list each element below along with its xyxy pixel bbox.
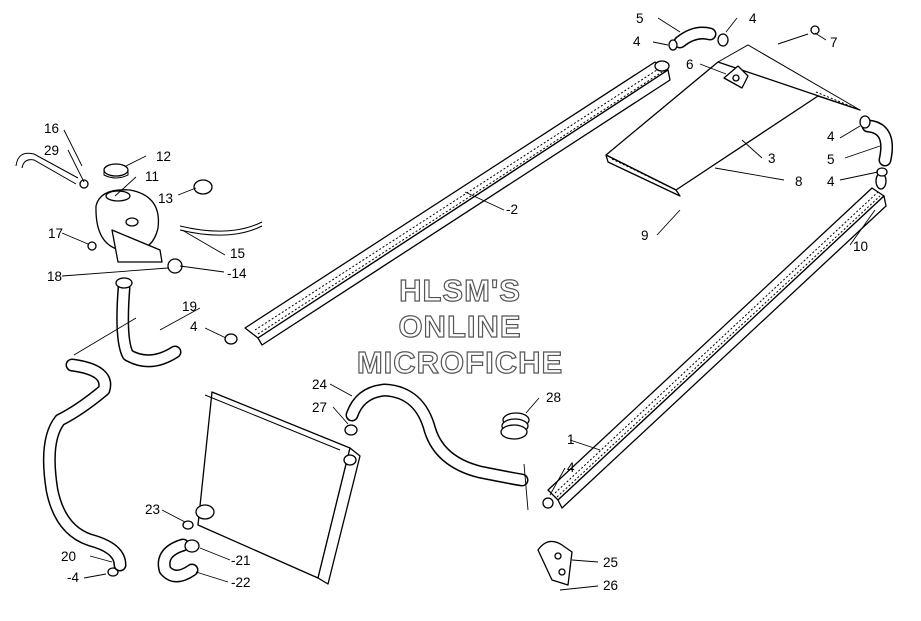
callout-13: 13 xyxy=(158,191,173,206)
coolant-tank xyxy=(95,189,183,274)
callout-2: -2 xyxy=(506,202,518,217)
callout-4-center: 4 xyxy=(567,460,575,475)
callout-27: 27 xyxy=(312,400,327,415)
callout-4-bottom: -4 xyxy=(67,570,79,585)
clamp-13 xyxy=(193,179,213,195)
heat-exchanger-right xyxy=(547,172,887,509)
callout-23: 23 xyxy=(145,502,160,517)
heat-exchanger-left xyxy=(244,60,671,346)
tank-cap xyxy=(103,163,129,179)
hose-5-right xyxy=(861,119,894,167)
callout-9: 9 xyxy=(641,228,649,243)
callout-4-right-b: 4 xyxy=(827,174,835,189)
callout-26: 26 xyxy=(603,578,618,593)
bracket-25 xyxy=(537,540,573,586)
leader-lines xyxy=(61,17,881,591)
fitting-29 xyxy=(79,179,89,189)
callout-4-top-left: 4 xyxy=(633,34,641,49)
callout-25: 25 xyxy=(603,555,618,570)
callout-21: -21 xyxy=(231,553,251,568)
callout-7: 7 xyxy=(830,35,838,50)
callout-labels: 5 4 4 6 7 4 5 4 3 8 9 10 -2 16 29 12 11 … xyxy=(44,11,868,593)
fitting-27 xyxy=(344,424,358,436)
hose-5-top xyxy=(673,26,717,49)
hose-19 xyxy=(115,277,182,368)
callout-5-top: 5 xyxy=(636,11,644,26)
hose-20 xyxy=(42,358,127,572)
bracket-6 xyxy=(723,65,749,89)
hose-24 xyxy=(345,383,529,487)
heat-exchanger-front xyxy=(605,44,861,197)
callout-20: 20 xyxy=(61,549,76,564)
callout-3: 3 xyxy=(768,151,776,166)
callout-16: 16 xyxy=(44,121,59,136)
callout-5-right: 5 xyxy=(827,152,835,167)
vent-hose-16 xyxy=(15,152,79,185)
callout-29: 29 xyxy=(44,143,59,158)
callout-6: 6 xyxy=(686,57,694,72)
screw-7 xyxy=(777,25,820,45)
callout-22: -22 xyxy=(231,575,251,590)
callout-18: 18 xyxy=(47,269,62,284)
watermark-line-3: MICROFICHE xyxy=(357,345,563,380)
callout-8: 8 xyxy=(795,174,803,189)
callout-11: 11 xyxy=(145,169,159,184)
plug-17 xyxy=(87,241,97,251)
callout-1: 1 xyxy=(567,432,575,447)
radiator xyxy=(195,391,361,585)
callout-28: 28 xyxy=(546,390,561,405)
clamps-4 xyxy=(107,33,888,577)
callout-17: 17 xyxy=(48,226,63,241)
callout-19: 19 xyxy=(182,299,197,314)
callout-4-top-right: 4 xyxy=(749,11,757,26)
callout-14: -14 xyxy=(227,266,247,281)
hose-22 xyxy=(157,538,200,583)
watermark: HLSM'S ONLINE MICROFICHE xyxy=(356,272,563,380)
callout-12: 12 xyxy=(156,149,171,164)
watermark-line-1: HLSM'S xyxy=(399,273,521,308)
callout-4-right-a: 4 xyxy=(827,129,835,144)
watermark-line-2: ONLINE xyxy=(398,309,521,344)
callout-15: 15 xyxy=(230,246,245,261)
callout-10: 10 xyxy=(853,239,868,254)
callout-4-left-hose: 4 xyxy=(190,319,198,334)
fitting-23 xyxy=(182,520,194,530)
hose-15 xyxy=(179,221,263,236)
spring-28 xyxy=(500,412,530,440)
callout-24: 24 xyxy=(312,377,328,392)
